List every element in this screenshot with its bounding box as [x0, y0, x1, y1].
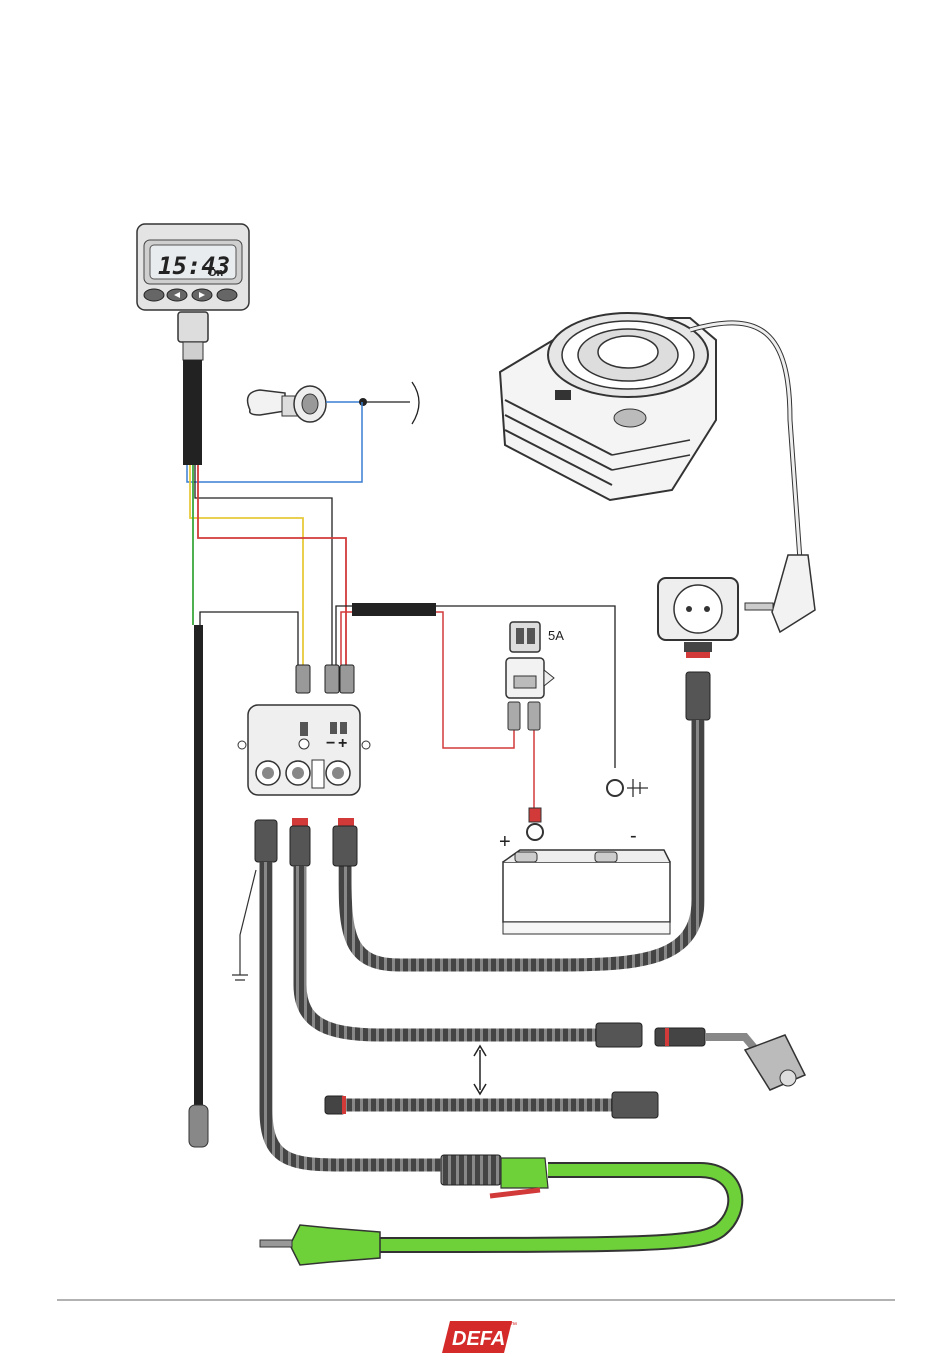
battery: [503, 850, 670, 934]
fan-heater: [500, 313, 716, 500]
temperature-sensor: [189, 625, 208, 1147]
wire-fuse-in: [436, 612, 514, 748]
ignition-feed-symbol: [412, 382, 419, 424]
control-terminal-minus: −: [326, 735, 335, 752]
fuse-holder: [506, 622, 554, 730]
timer-connector: [178, 312, 208, 342]
mains-coil-cable: [266, 862, 445, 1165]
timer-button-1[interactable]: [144, 289, 164, 301]
ignition-key-switch: [248, 386, 326, 422]
alternative-cable: [325, 1092, 658, 1118]
timer-state-display: On: [208, 267, 224, 279]
fuse-rating-label: 5A: [548, 628, 564, 643]
defa-logo: DEFA ™: [442, 1321, 517, 1353]
earth-symbol: [232, 870, 256, 980]
spade-connectors: [296, 665, 354, 693]
timer-button-4[interactable]: [217, 289, 237, 301]
cable-sleeve: [352, 603, 436, 616]
battery-ring-terminal: [527, 808, 543, 840]
logo-text: DEFA: [452, 1328, 505, 1350]
ground-ring-terminal: [607, 779, 648, 797]
wire-yellow: [190, 465, 303, 665]
wire-black-1: [195, 465, 332, 665]
engine-heater-connector: [655, 1028, 805, 1090]
control-unit: − +: [238, 705, 370, 795]
battery-minus-label: -: [630, 825, 637, 847]
logo-trademark: ™: [510, 1322, 517, 1329]
wire-black-sensor: [200, 612, 298, 665]
wire-blue: [187, 402, 362, 482]
heater-plug: [745, 555, 815, 632]
timer-cable: [183, 360, 202, 465]
mains-cable-green: [260, 1155, 735, 1265]
battery-plus-label: +: [499, 831, 511, 853]
control-terminal-plus: +: [338, 735, 347, 752]
power-socket: [658, 578, 738, 720]
digital-timer: 15:43 On: [137, 224, 249, 465]
wire-red: [198, 465, 346, 665]
